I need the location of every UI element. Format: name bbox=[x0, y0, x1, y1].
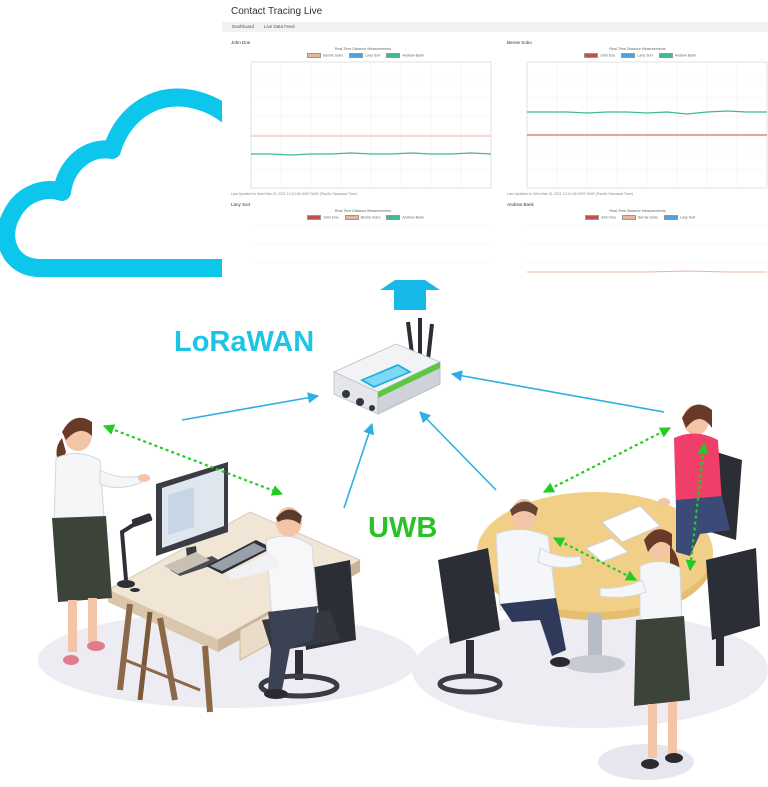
legend-item: John Doe bbox=[600, 215, 617, 220]
panel-legend: John Doe Lany Sort Andrew Bank bbox=[507, 53, 768, 58]
chart-panel-john-doe: John Doe Real-Time Distance Measurements… bbox=[231, 40, 495, 200]
dashboard-title: Contact Tracing Live bbox=[231, 6, 323, 17]
standing-woman-left bbox=[52, 417, 150, 665]
nav-live-data-feed[interactable]: Live Data Feed bbox=[264, 24, 295, 29]
legend-item: Bernie Sobo bbox=[323, 53, 343, 58]
panel-footer: Last Updated in Wed Mar 31 2021 13:10:46… bbox=[507, 192, 633, 196]
line-chart-andrew-bank bbox=[527, 225, 767, 273]
legend-item: John Doe bbox=[323, 215, 339, 220]
panel-legend: John Doe Bernie Sobo Andrew Bank bbox=[231, 215, 495, 220]
panel-footer: Last Updated in Wed Mar 31 2021 13:10:46… bbox=[231, 192, 357, 196]
legend-item: Lany Sort bbox=[365, 53, 381, 58]
panel-chart-title: Real-Time Distance Measurements bbox=[334, 209, 392, 213]
series-line bbox=[527, 270, 767, 273]
lorawan-label: LoRaWAN bbox=[174, 326, 315, 358]
panel-chart-title: Real-Time Distance Measurements bbox=[609, 47, 666, 51]
series-line bbox=[527, 110, 767, 115]
panel-chart-title: Real-Time Distance Measurements bbox=[609, 209, 666, 213]
panel-legend: Bernie Sobo Lany Sort Andrew Bank bbox=[231, 53, 495, 58]
legend-item: Andrew Bank bbox=[402, 215, 424, 220]
legend-item: Lany Sort bbox=[679, 215, 696, 220]
uwb-label: UWB bbox=[368, 512, 438, 544]
legend-item: Andrew Bank bbox=[674, 53, 697, 58]
chart-panel-lany-sort: Lany Sort Real-Time Distance Measurement… bbox=[231, 202, 495, 280]
legend-item: John Doe bbox=[599, 53, 616, 58]
uwb-ranging bbox=[102, 424, 709, 581]
chart-panel-bernie-sobo: Bernie Sobo Real-Time Distance Measureme… bbox=[507, 40, 768, 200]
line-chart-bernie-sobo bbox=[526, 61, 768, 189]
panel-person-name: Andrew Bank bbox=[507, 202, 534, 207]
legend-item: Bernie Sobo bbox=[360, 215, 381, 220]
panel-person-name: Bernie Sobo bbox=[507, 40, 532, 45]
chart-panel-andrew-bank: Andrew Bank Real-Time Distance Measureme… bbox=[507, 202, 768, 280]
gateway-icon bbox=[332, 318, 442, 415]
link-arrow-right-woman bbox=[450, 370, 665, 413]
upload-arrow-icon bbox=[380, 270, 440, 310]
panel-chart-title: Real-Time Distance Measurements bbox=[334, 47, 392, 51]
line-chart-john-doe bbox=[250, 61, 492, 189]
panel-legend: John Doe Bernie Sobo Lany Sort bbox=[507, 215, 768, 220]
legend-item: Andrew Bank bbox=[402, 53, 424, 58]
nav-dashboard[interactable]: Dashboard bbox=[232, 24, 255, 29]
dashboard-nav: Dashboard Live Data Feed bbox=[222, 22, 768, 32]
legend-item: Lany Sort bbox=[637, 53, 653, 58]
series-line bbox=[251, 152, 492, 156]
dashboard-window: Contact Tracing Live Dashboard Live Data… bbox=[222, 0, 768, 280]
lorawan-links bbox=[181, 370, 665, 509]
link-arrow-desk bbox=[343, 422, 375, 509]
panel-person-name: Lany Sort bbox=[231, 202, 251, 207]
link-arrow-meeting bbox=[419, 411, 497, 491]
legend-item: Bernie Sobo bbox=[638, 215, 658, 220]
link-arrow-left-office bbox=[181, 392, 320, 421]
line-chart-lany-sort bbox=[251, 225, 491, 263]
panel-person-name: John Doe bbox=[231, 40, 251, 45]
